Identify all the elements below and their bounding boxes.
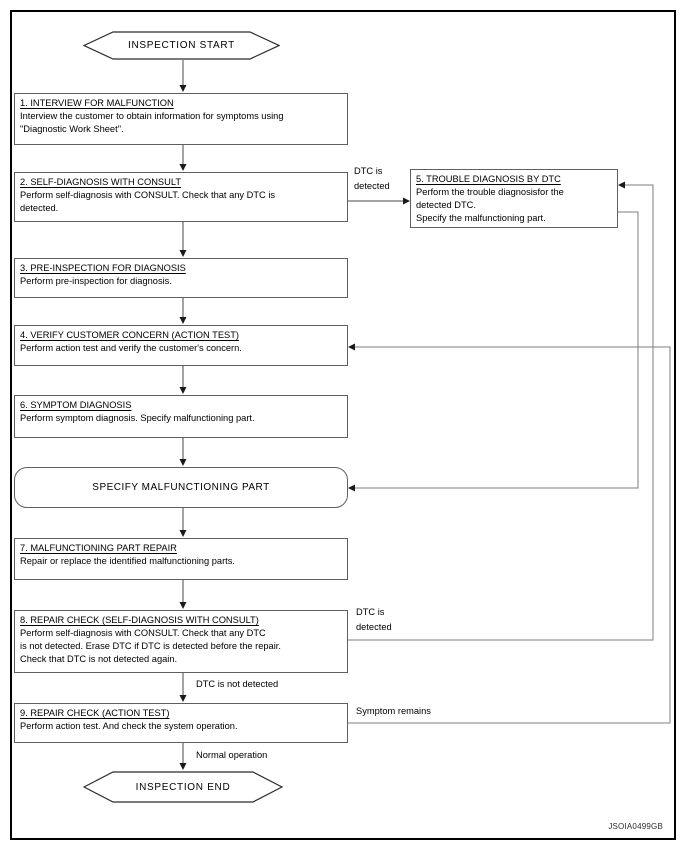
step-box-9: 9. REPAIR CHECK (ACTION TEST) Perform ac… bbox=[14, 703, 348, 743]
terminal-end-label: INSPECTION END bbox=[135, 781, 231, 793]
step-body: Repair or replace the identified malfunc… bbox=[20, 556, 235, 566]
edge-label-symptom-remains: Symptom remains bbox=[356, 706, 431, 716]
step-body: Perform self-diagnosis with CONSULT. Che… bbox=[20, 628, 281, 664]
step-box-8: 8. REPAIR CHECK (SELF-DIAGNOSIS WITH CON… bbox=[14, 610, 348, 673]
milestone-specify-part: SPECIFY MALFUNCTIONING PART bbox=[14, 467, 348, 508]
milestone-label: SPECIFY MALFUNCTIONING PART bbox=[92, 482, 270, 493]
arrow-step7-to-step8 bbox=[179, 580, 187, 609]
arrow-step1-to-step2 bbox=[179, 145, 187, 171]
step-body: Perform action test. And check the syste… bbox=[20, 721, 238, 731]
step-body: Perform the trouble diagnosisfor the det… bbox=[416, 187, 564, 223]
hexagon-shape bbox=[83, 771, 283, 803]
edge-label-dtc-detected-bottom: DTC is detected bbox=[356, 607, 392, 632]
terminal-start: INSPECTION START bbox=[83, 31, 280, 60]
step-box-5: 5. TROUBLE DIAGNOSIS BY DTC Perform the … bbox=[410, 169, 618, 228]
edge-label-dtc-detected-top: DTC is detected bbox=[354, 166, 390, 191]
step-body: Perform symptom diagnosis. Specify malfu… bbox=[20, 413, 255, 423]
step-title: 9. REPAIR CHECK (ACTION TEST) bbox=[20, 708, 170, 718]
return-step8-to-step5 bbox=[348, 181, 654, 641]
step-title: 6. SYMPTOM DIAGNOSIS bbox=[20, 400, 132, 410]
edge-label-normal-operation: Normal operation bbox=[196, 750, 268, 760]
arrow-step8-to-step9 bbox=[179, 673, 187, 702]
return-step9-to-step4 bbox=[348, 343, 671, 724]
terminal-end: INSPECTION END bbox=[83, 771, 283, 803]
arrow-step2-to-step3 bbox=[179, 222, 187, 257]
arrow-step2-to-step5 bbox=[348, 197, 410, 205]
step-box-4: 4. VERIFY CUSTOMER CONCERN (ACTION TEST)… bbox=[14, 325, 348, 366]
step-title: 8. REPAIR CHECK (SELF-DIAGNOSIS WITH CON… bbox=[20, 615, 259, 625]
step-title: 1. INTERVIEW FOR MALFUNCTION bbox=[20, 98, 174, 108]
arrow-specify-to-step7 bbox=[179, 508, 187, 537]
return-step5-to-specify bbox=[348, 211, 639, 492]
diagram-border bbox=[10, 10, 676, 840]
arrow-step4-to-step6 bbox=[179, 366, 187, 394]
step-body: Perform pre-inspection for diagnosis. bbox=[20, 276, 172, 286]
step-title: 4. VERIFY CUSTOMER CONCERN (ACTION TEST) bbox=[20, 330, 240, 340]
figure-code: JSOIA0499GB bbox=[608, 822, 663, 831]
edge-label-dtc-not-detected: DTC is not detected bbox=[196, 679, 279, 689]
arrow-step6-to-specify bbox=[179, 438, 187, 466]
arrow-step9-to-end bbox=[179, 743, 187, 770]
step-title: 2. SELF-DIAGNOSIS WITH CONSULT bbox=[20, 177, 181, 187]
step-body: Interview the customer to obtain informa… bbox=[20, 111, 284, 134]
step-box-7: 7. MALFUNCTIONING PART REPAIR Repair or … bbox=[14, 538, 348, 580]
step-box-3: 3. PRE-INSPECTION FOR DIAGNOSIS Perform … bbox=[14, 258, 348, 298]
hexagon-shape bbox=[83, 31, 280, 60]
step-box-1: 1. INTERVIEW FOR MALFUNCTION Interview t… bbox=[14, 93, 348, 145]
step-title: 7. MALFUNCTIONING PART REPAIR bbox=[20, 543, 177, 553]
step-title: 5. TROUBLE DIAGNOSIS BY DTC bbox=[416, 174, 561, 184]
step-box-6: 6. SYMPTOM DIAGNOSIS Perform symptom dia… bbox=[14, 395, 348, 438]
terminal-start-label: INSPECTION START bbox=[128, 40, 235, 51]
step-body: Perform self-diagnosis with CONSULT. Che… bbox=[20, 190, 276, 213]
step-box-2: 2. SELF-DIAGNOSIS WITH CONSULT Perform s… bbox=[14, 172, 348, 222]
arrow-step3-to-step4 bbox=[179, 298, 187, 324]
step-body: Perform action test and verify the custo… bbox=[20, 343, 242, 353]
arrow-start-to-step1 bbox=[179, 60, 187, 92]
step-title: 3. PRE-INSPECTION FOR DIAGNOSIS bbox=[20, 263, 186, 273]
